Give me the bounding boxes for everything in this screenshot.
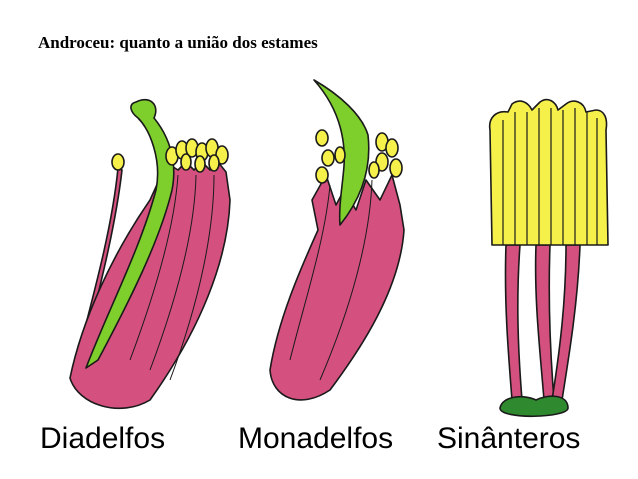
sinanteros-filaments xyxy=(504,244,581,401)
fused-anther-tube xyxy=(488,98,609,246)
diadelfos-figure xyxy=(69,98,231,409)
caption-sinanteros: Sinânteros xyxy=(437,422,581,455)
anther-tube-lines xyxy=(502,108,598,245)
monadelfos-anthers xyxy=(315,129,403,184)
sinanteros-base xyxy=(499,395,569,418)
caption-diadelfos: Diadelfos xyxy=(40,422,166,455)
fused-filament-tube xyxy=(269,174,405,401)
pistil xyxy=(85,98,175,369)
pistil xyxy=(313,79,370,226)
free-stamen-anther xyxy=(111,153,125,171)
diadelfos-anthers xyxy=(165,138,229,173)
fused-filament-tube xyxy=(69,161,231,409)
monadelfos-filament-lines xyxy=(289,179,373,381)
caption-monadelfos: Monadelfos xyxy=(238,422,394,455)
slide-title: Androceu: quanto a união dos estames xyxy=(38,33,318,52)
sinanteros-figure xyxy=(488,98,609,418)
diadelfos-filament-lines xyxy=(129,174,215,381)
monadelfos-figure xyxy=(269,79,405,401)
